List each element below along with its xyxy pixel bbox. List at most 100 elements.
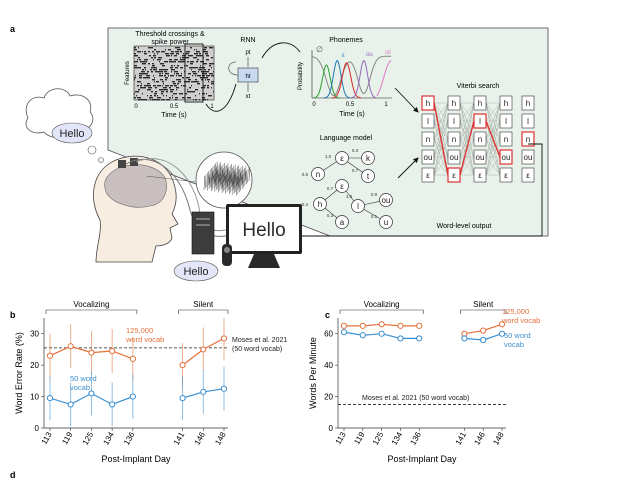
raster-mark	[145, 69, 146, 71]
raster-mark	[137, 97, 141, 99]
raster-mark	[159, 89, 161, 91]
raster-mark	[207, 85, 209, 87]
raster-mark	[159, 73, 161, 75]
raster-mark	[140, 85, 142, 87]
y-tick-label: 60	[324, 330, 333, 339]
raster-mark	[194, 81, 197, 83]
raster-mark	[207, 87, 209, 89]
trellis-edge	[485, 102, 501, 122]
raster-mark	[187, 61, 189, 63]
electrode	[216, 170, 218, 185]
speaker-cone	[224, 247, 230, 253]
raster-mark	[151, 71, 153, 73]
raster-mark	[149, 97, 153, 99]
raster-pattern	[134, 47, 214, 101]
trellis-cell-label: ou	[424, 153, 433, 162]
raster-mark	[134, 53, 136, 55]
trellis-cell-label: n	[426, 135, 430, 144]
raster-mark	[156, 51, 160, 53]
lm-to-viterbi-arrow	[397, 157, 419, 179]
electrode	[228, 176, 230, 191]
raster-mark	[147, 71, 149, 73]
y-axis-label: Word Error Rate (%)	[14, 332, 24, 414]
lm-node	[335, 179, 349, 193]
tower-slot-2	[196, 224, 210, 226]
raster-mark	[204, 47, 205, 49]
panel-label-a: a	[10, 24, 16, 34]
raster-mark	[138, 89, 140, 91]
raster-mark	[170, 89, 174, 91]
raster-mark	[165, 79, 167, 81]
raster-mark	[165, 85, 169, 87]
implant-connector-2	[130, 158, 138, 166]
raster-mark	[142, 69, 144, 71]
raster-mark	[200, 55, 203, 57]
raster-mark	[142, 51, 143, 53]
lm-node-label: n	[316, 170, 320, 179]
raster-mark	[142, 93, 143, 95]
data-point	[416, 322, 423, 329]
electrode	[220, 175, 223, 190]
electrode	[210, 177, 213, 192]
lm-node	[379, 193, 393, 207]
raster-mark	[173, 93, 177, 95]
phoneme-curves	[311, 55, 392, 99]
raster-mark	[206, 75, 210, 77]
raster-mark	[192, 91, 195, 93]
raster-mark	[169, 55, 170, 57]
raster-mark	[211, 81, 213, 83]
data-point	[220, 335, 228, 342]
raster-mark	[163, 83, 164, 85]
trellis-edge	[459, 102, 475, 140]
raster-mark	[151, 91, 153, 93]
raster-mark	[196, 55, 200, 57]
trellis-cell	[447, 95, 461, 111]
raster-mark	[144, 51, 146, 53]
thought-dot-2	[98, 157, 104, 163]
x-tick-label: 136	[122, 430, 137, 447]
raster-mark	[153, 67, 157, 69]
raster-mark	[207, 99, 208, 101]
features-tick-0: 0	[134, 104, 138, 110]
raster-mark	[177, 49, 181, 51]
x-tick-label: 148	[213, 430, 228, 447]
raster-mark	[147, 85, 151, 87]
trellis-edge	[433, 102, 449, 158]
raster-mark	[202, 75, 205, 77]
raster-mark	[134, 79, 135, 81]
trellis-cell	[473, 149, 487, 165]
electrode	[220, 171, 222, 186]
raster-mark	[168, 49, 171, 51]
raster-mark	[180, 51, 182, 53]
trellis-cell-label: ou	[476, 153, 485, 162]
raster-mark	[134, 55, 138, 57]
raster-mark	[191, 81, 194, 83]
trellis-cell-label: h	[504, 99, 508, 108]
raster-mark	[152, 47, 153, 49]
trellis-edge	[459, 102, 475, 158]
raster-mark	[171, 51, 174, 53]
electrode	[225, 164, 227, 180]
raster-mark	[158, 59, 161, 61]
raster-mark	[134, 67, 138, 69]
monitor-screen	[229, 207, 299, 251]
raster-mark	[199, 99, 200, 101]
raster-mark	[159, 61, 160, 63]
raster-mark	[152, 63, 153, 65]
raster-mark	[144, 53, 147, 55]
group-label: Silent	[193, 300, 214, 309]
raster-mark	[186, 65, 188, 67]
raster-mark	[203, 57, 204, 59]
electrode	[235, 168, 237, 183]
phoneme-curve-h	[313, 64, 340, 99]
raster-mark	[211, 67, 212, 69]
raster-mark	[152, 51, 154, 53]
raster-mark	[141, 71, 145, 73]
raster-mark	[195, 99, 197, 101]
electrode	[242, 169, 244, 184]
electrode	[233, 175, 235, 190]
raster-mark	[148, 63, 150, 65]
raster-mark	[171, 65, 173, 67]
y-tick-label: 0	[35, 424, 40, 433]
x-tick-label: 136	[408, 430, 423, 447]
